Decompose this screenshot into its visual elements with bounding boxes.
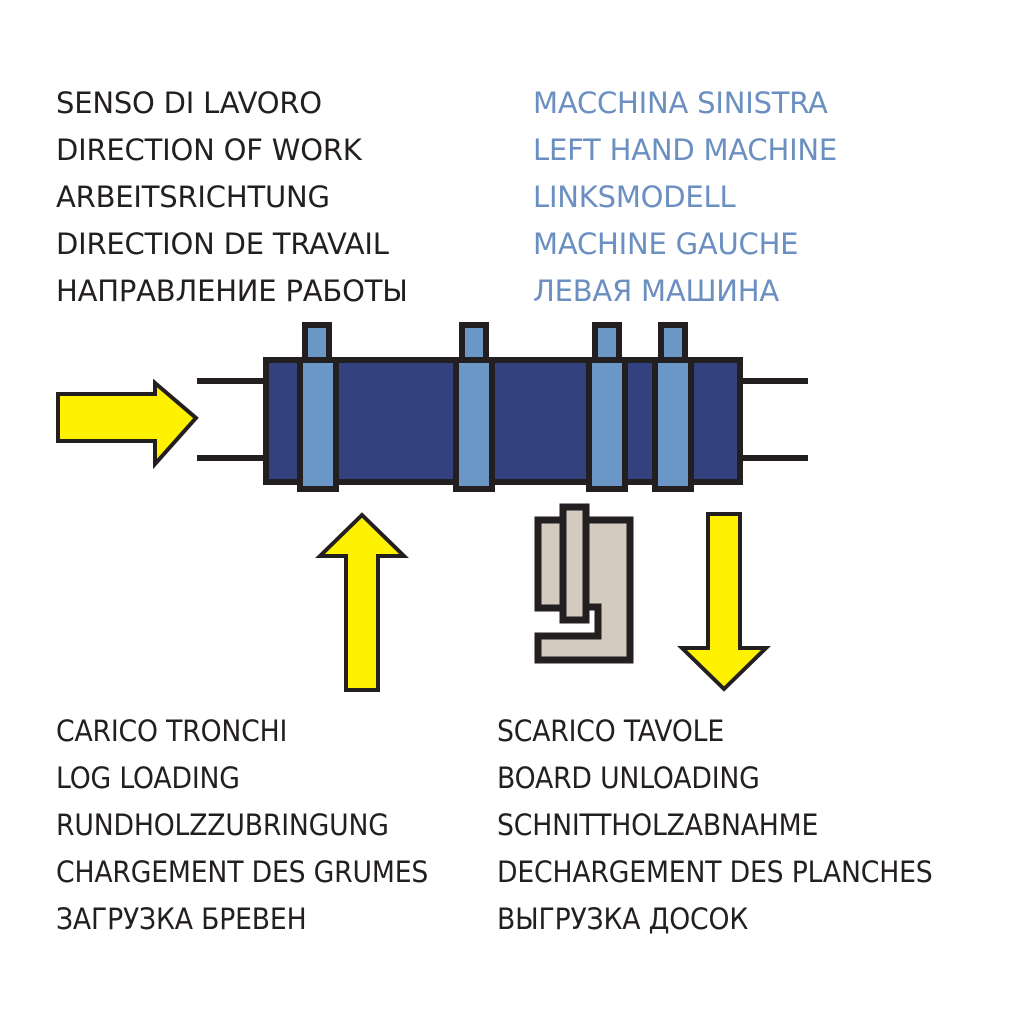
- board-middle: [559, 503, 590, 624]
- direction-of-work-en: DIRECTION OF WORK: [56, 133, 362, 167]
- log-loading-fr: CHARGEMENT DES GRUMES: [56, 855, 429, 889]
- direction-of-work-de: ARBEITSRICHTUNG: [56, 180, 330, 214]
- ring-2-band: [453, 357, 495, 492]
- direction-of-work-block: SENSO DI LAVORO DIRECTION OF WORK ARBEIT…: [56, 80, 408, 315]
- machine-rings: [297, 322, 694, 492]
- log-loading-ru: ЗАГРУЗКА БРЕВЕН: [56, 902, 307, 936]
- machine-hand-fr: MACHINE GAUCHE: [533, 227, 799, 261]
- board-unloading-it: SCARICO TAVOLE: [497, 714, 725, 748]
- log-loading-de: RUNDHOLZZUBRINGUNG: [56, 808, 389, 842]
- machine-hand-ru: ЛЕВАЯ МАШИНА: [533, 274, 780, 308]
- boards-icon: [534, 503, 634, 664]
- ring-1-band: [297, 357, 339, 492]
- board-unloading-block: SCARICO TAVOLE BOARD UNLOADING SCHNITTHO…: [497, 708, 933, 943]
- log-loading-en: LOG LOADING: [56, 761, 240, 795]
- ring-4-band: [652, 357, 694, 492]
- board-unloading-ru: ВЫГРУЗКА ДОСОК: [497, 902, 749, 936]
- board-unloading-de: SCHNITTHOLZABNAHME: [497, 808, 819, 842]
- board-unloading-fr: DECHARGEMENT DES PLANCHES: [497, 855, 933, 889]
- input-arrow-icon: [56, 378, 199, 470]
- machine-hand-de: LINKSMODELL: [533, 180, 736, 214]
- ring-3-band: [586, 357, 628, 492]
- direction-of-work-ru: НАПРАВЛЕНИЕ РАБОТЫ: [56, 274, 408, 308]
- guide-lines: [197, 378, 808, 461]
- log-loading-arrow-icon: [315, 512, 409, 692]
- machine-hand-block: MACCHINA SINISTRA LEFT HAND MACHINE LINK…: [533, 80, 837, 315]
- machine-hand-it: MACCHINA SINISTRA: [533, 86, 828, 120]
- ring-4: [652, 322, 694, 492]
- direction-of-work-it: SENSO DI LAVORO: [56, 86, 322, 120]
- ring-1: [297, 322, 339, 492]
- direction-of-work-fr: DIRECTION DE TRAVAIL: [56, 227, 389, 261]
- log-loading-block: CARICO TRONCHI LOG LOADING RUNDHOLZZUBRI…: [56, 708, 428, 943]
- ring-2: [453, 322, 495, 492]
- log-loading-it: CARICO TRONCHI: [56, 714, 288, 748]
- machine-hand-en: LEFT HAND MACHINE: [533, 133, 838, 167]
- ring-3: [586, 322, 628, 492]
- board-unloading-en: BOARD UNLOADING: [497, 761, 760, 795]
- board-unloading-arrow-icon: [677, 512, 771, 692]
